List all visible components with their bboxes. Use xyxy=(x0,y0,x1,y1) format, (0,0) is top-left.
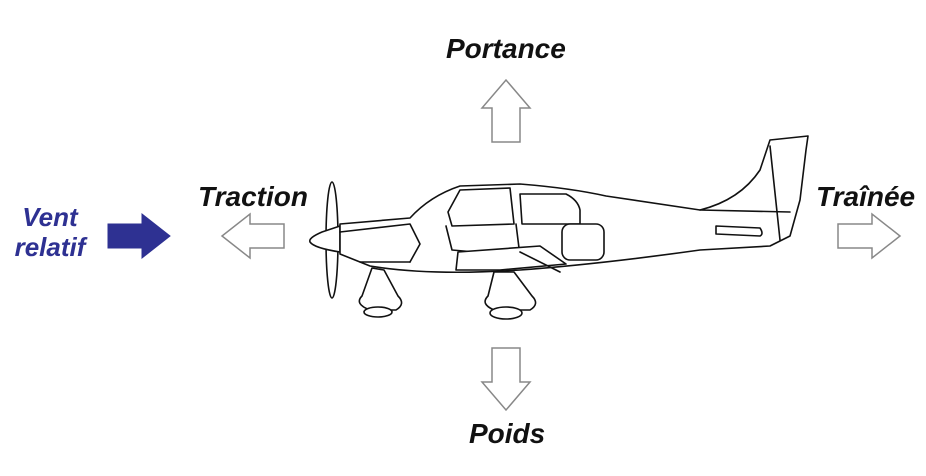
lift-arrow xyxy=(480,78,532,143)
thrust-label: Traction xyxy=(198,181,308,212)
wing xyxy=(455,245,567,271)
spinner xyxy=(308,225,341,253)
thrust-arrow xyxy=(220,212,285,260)
relative-wind-arrow xyxy=(107,212,171,260)
drag-arrow xyxy=(837,212,902,260)
cabin-window xyxy=(519,193,581,225)
weight-label: Poids xyxy=(469,418,546,449)
windshield xyxy=(447,187,515,227)
main-gear xyxy=(484,271,537,311)
lift-label: Portance xyxy=(446,33,566,64)
relative-wind-line1: Vent xyxy=(22,202,78,232)
drag-label: Traînée xyxy=(816,181,916,212)
relative-wind-line2: relatif xyxy=(14,231,86,262)
weight-arrow xyxy=(480,347,532,412)
airplane xyxy=(308,135,809,320)
baggage-window xyxy=(561,223,605,261)
relative-wind-label: Vent relatif xyxy=(4,202,96,263)
nose-gear xyxy=(358,267,403,311)
